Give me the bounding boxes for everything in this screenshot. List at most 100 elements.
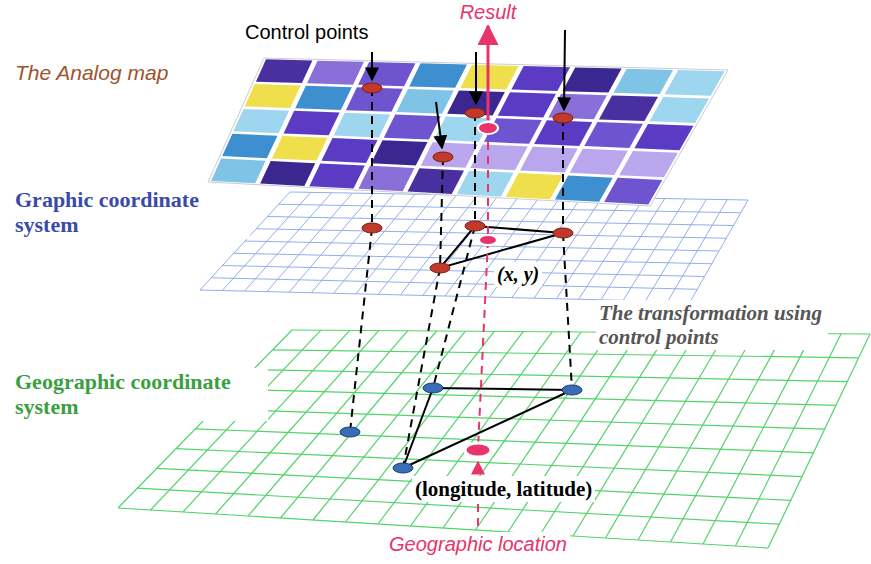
map-block [562, 67, 621, 92]
grid-line [279, 204, 741, 213]
control-point [362, 223, 382, 233]
map-block [321, 138, 377, 163]
result-label: Result [457, 0, 520, 25]
location-label: Geographic location [386, 532, 570, 557]
coordinate-label: (x, y) [494, 262, 542, 287]
plane-ground [200, 192, 748, 302]
control-points-map [362, 83, 573, 273]
map-block [584, 122, 643, 148]
pointer-arrow [436, 102, 442, 148]
grid-line [671, 333, 784, 542]
control-point [433, 152, 453, 162]
map-block [211, 159, 266, 184]
map-block [384, 115, 441, 140]
map-block [511, 66, 570, 91]
result-point [479, 235, 497, 245]
map-block [222, 134, 277, 158]
map-block [650, 97, 710, 123]
coordinate-label: (longitude, latitude) [412, 476, 595, 502]
map-block [599, 95, 658, 121]
control-point [340, 427, 360, 437]
control-point [553, 228, 573, 238]
geographic-grid [118, 330, 870, 548]
control-point [423, 383, 443, 393]
grid-line [211, 278, 697, 290]
map-block [619, 151, 678, 177]
projection-line [474, 113, 476, 226]
layer-title: The Analog map [12, 60, 171, 86]
grid-line [268, 217, 734, 226]
map-block [506, 173, 563, 199]
grid-line [638, 333, 754, 540]
layer-title: Graphic coordinate system [12, 186, 250, 239]
grid-line [248, 331, 408, 516]
map-block [421, 142, 478, 167]
map-block [498, 92, 556, 117]
map-block [233, 109, 289, 133]
grid-line [195, 429, 813, 453]
projection-line [403, 268, 440, 468]
map-block [520, 147, 578, 173]
projection-line [563, 233, 572, 390]
map-block [371, 140, 427, 165]
pointer-arrow [475, 52, 477, 104]
control-point [430, 263, 450, 273]
grid-line [273, 350, 859, 358]
grid-line [541, 333, 668, 534]
grid-line [736, 334, 842, 546]
graphic-grid [200, 192, 748, 302]
result-line [487, 128, 489, 240]
control-point [465, 108, 485, 118]
control-point [553, 113, 573, 123]
grid-line [215, 409, 825, 429]
grid-line [253, 370, 847, 382]
plane-ground [118, 330, 870, 548]
control-points-geo [340, 383, 582, 473]
control-point [465, 221, 485, 231]
map-block [396, 89, 453, 114]
map-block [256, 59, 312, 83]
grid-line [768, 334, 870, 548]
map-block [260, 161, 315, 186]
control-point [393, 463, 413, 473]
result-point [465, 443, 491, 457]
map-block [245, 84, 301, 108]
map-block [307, 61, 364, 85]
result-line [478, 240, 488, 448]
grid-line [573, 333, 697, 536]
projection-lines [340, 26, 582, 526]
map-block [614, 69, 674, 94]
grid-line [216, 331, 379, 514]
grid-line [234, 389, 836, 405]
control-point [362, 83, 382, 93]
map-block [634, 124, 693, 150]
transformation-note: The transformation using control points [596, 300, 828, 350]
map-block [284, 111, 340, 135]
analog-map [208, 58, 728, 206]
result-arrow [487, 26, 490, 120]
control-point [562, 385, 582, 395]
pointer-arrow [371, 52, 373, 80]
projection-line [371, 88, 373, 228]
map-block [358, 166, 414, 191]
map-block [457, 171, 514, 197]
grid-line [606, 333, 726, 538]
grid-line [703, 334, 812, 544]
projection-line [350, 228, 372, 432]
layer-title: Geographic coordinate system [12, 368, 268, 421]
map-ground [208, 58, 728, 206]
result-point [478, 122, 498, 134]
map-block [272, 136, 328, 161]
projection-line [562, 118, 564, 233]
map-block [570, 149, 628, 175]
map-block [295, 86, 351, 110]
map-block [334, 113, 390, 138]
map-block [409, 63, 467, 87]
projection-line [440, 157, 443, 268]
map-block [470, 144, 527, 170]
control-triangle [403, 388, 572, 468]
map-block [408, 168, 464, 194]
control-points-label: Control points [242, 20, 371, 45]
pointer-arrow [564, 30, 565, 110]
map-block [358, 62, 415, 86]
